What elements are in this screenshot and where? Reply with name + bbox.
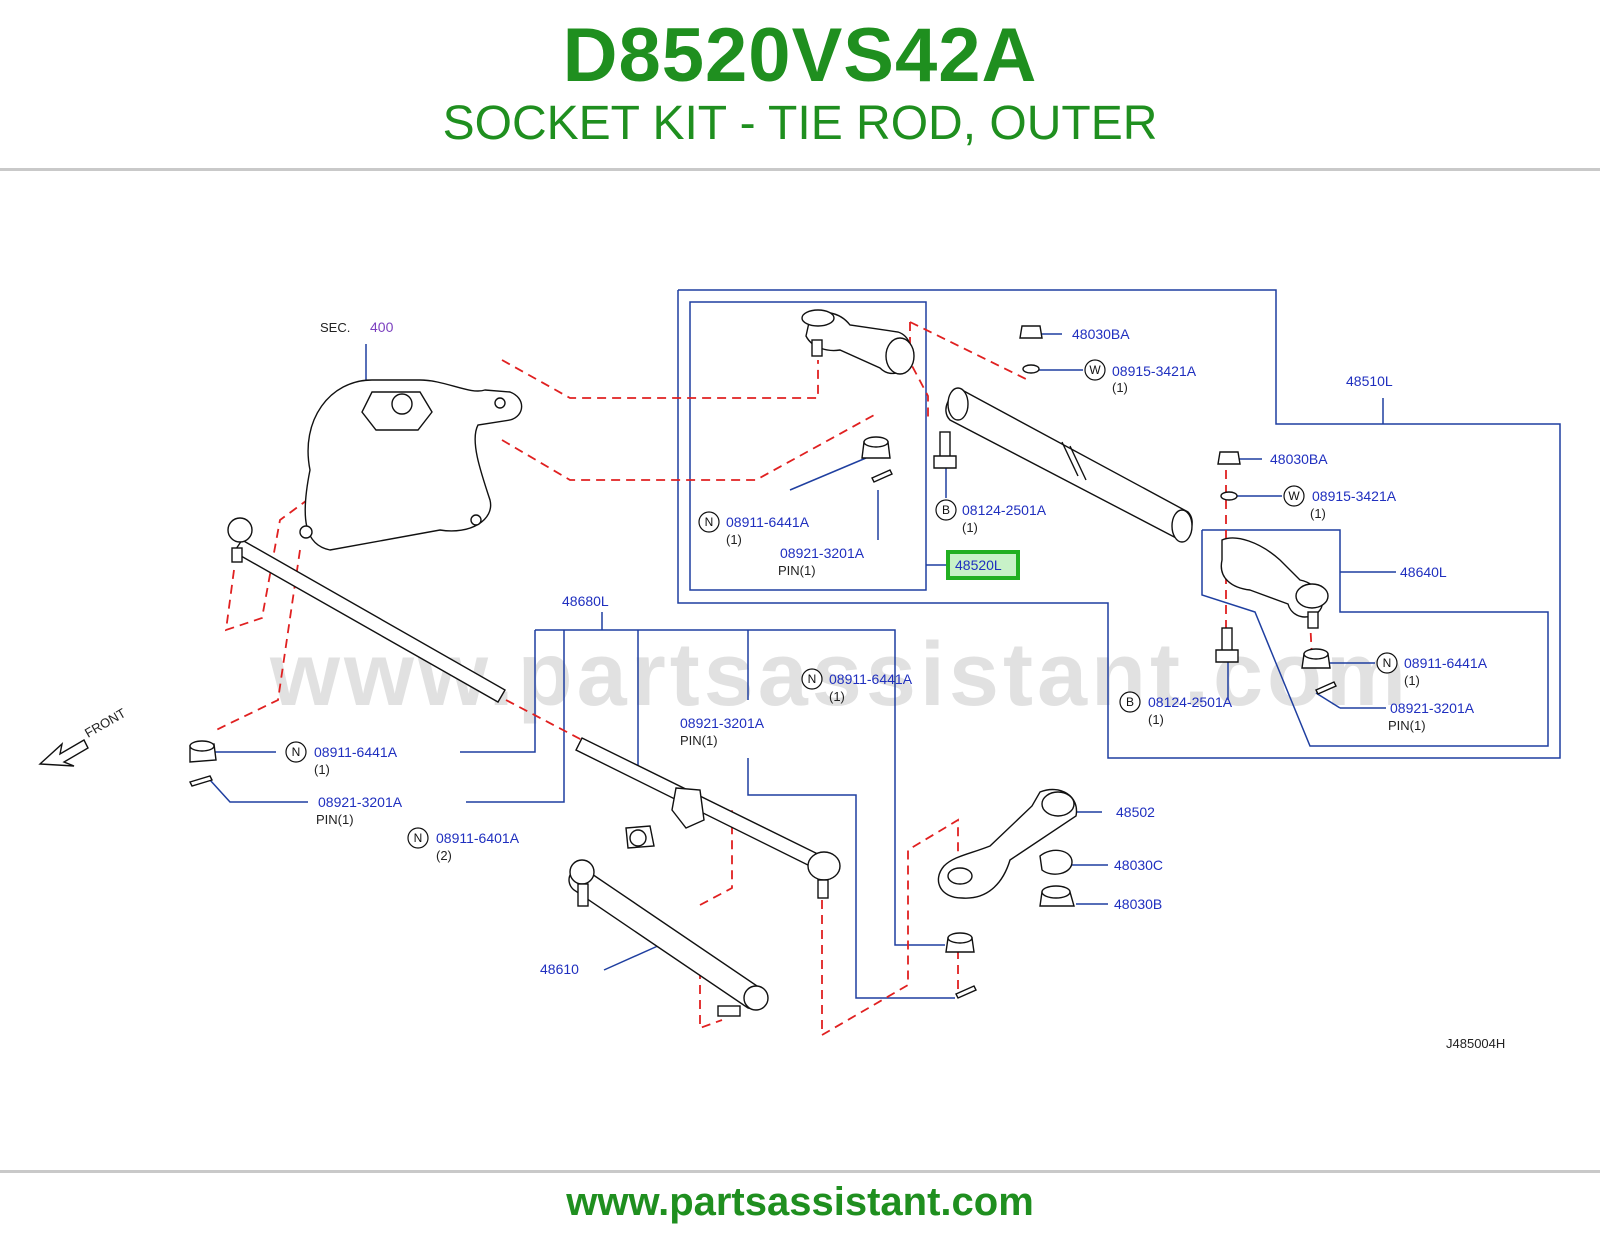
callout-08915-2[interactable]: 08915-3421A: [1312, 488, 1397, 504]
callout-08911-1-qty: (1): [726, 532, 742, 547]
callout-08921-1-qty: PIN(1): [778, 563, 816, 578]
sec-number[interactable]: 400: [370, 319, 394, 335]
footer-divider: [0, 1170, 1600, 1173]
callout-08915-1[interactable]: 08915-3421A: [1112, 363, 1197, 379]
marker-w-2: W: [1288, 489, 1300, 503]
header-divider: [0, 168, 1600, 171]
marker-n-3: N: [808, 672, 817, 686]
callout-48030B[interactable]: 48030B: [1114, 896, 1162, 912]
callout-08911-4[interactable]: 08911-6441A: [314, 744, 398, 760]
marker-n-4: N: [292, 745, 301, 759]
callout-48610[interactable]: 48610: [540, 961, 579, 977]
steering-gear-housing: [304, 379, 523, 551]
callout-08921-2[interactable]: 08921-3201A: [680, 715, 765, 731]
callout-08921-4[interactable]: 08921-3201A: [318, 794, 403, 810]
callout-08124-2-qty: (1): [1148, 712, 1164, 727]
marker-n-1: N: [705, 515, 714, 529]
marker-w-1: W: [1089, 363, 1101, 377]
callout-48510L[interactable]: 48510L: [1346, 373, 1393, 389]
marker-n-2: N: [1383, 656, 1392, 670]
callout-08911-1[interactable]: 08911-6441A: [726, 514, 810, 530]
part-title-heading: SOCKET KIT - TIE ROD, OUTER: [442, 97, 1158, 150]
callout-48680L[interactable]: 48680L: [562, 593, 609, 609]
highlight-box-48520L: [946, 550, 1020, 580]
callout-08921-3[interactable]: 08921-3201A: [1390, 700, 1475, 716]
callout-08911-6401-qty: (2): [436, 848, 452, 863]
callout-48030C[interactable]: 48030C: [1114, 857, 1163, 873]
callout-08911-4-qty: (1): [314, 762, 330, 777]
callout-48030BA-2[interactable]: 48030BA: [1270, 451, 1328, 467]
callout-08921-3-qty: PIN(1): [1388, 718, 1426, 733]
circle-markers: W W B B N N N N N: [285, 359, 1398, 849]
diagram-code: J485004H: [1446, 1036, 1505, 1051]
front-label: FRONT: [82, 705, 128, 740]
callout-08124-1-qty: (1): [962, 520, 978, 535]
callout-48502[interactable]: 48502: [1116, 804, 1155, 820]
callout-08911-3[interactable]: 08911-6441A: [829, 671, 913, 687]
footer-url-link[interactable]: www.partsassistant.com: [566, 1180, 1034, 1224]
callout-08124-1[interactable]: 08124-2501A: [962, 502, 1047, 518]
callout-08915-1-qty: (1): [1112, 380, 1128, 395]
callout-08911-6401[interactable]: 08911-6401A: [436, 830, 520, 846]
part-drawings: [38, 309, 1337, 1017]
callout-08911-2-qty: (1): [1404, 673, 1420, 688]
steering-damper-48610: [568, 867, 764, 1010]
callout-48030BA-1[interactable]: 48030BA: [1072, 326, 1130, 342]
marker-n-5: N: [414, 831, 423, 845]
callout-08911-3-qty: (1): [829, 689, 845, 704]
callout-08911-2[interactable]: 08911-6441A: [1404, 655, 1488, 671]
callout-08915-2-qty: (1): [1310, 506, 1326, 521]
callout-08921-4-qty: PIN(1): [316, 812, 354, 827]
assembly-box-lines: [209, 289, 1561, 999]
callout-08921-1[interactable]: 08921-3201A: [780, 545, 865, 561]
part-number-heading: D8520VS42A: [562, 13, 1038, 98]
sec-label: SEC.: [320, 320, 350, 335]
marker-b-1: B: [942, 503, 950, 517]
callout-48640L[interactable]: 48640L: [1400, 564, 1447, 580]
callout-48520L[interactable]: 48520L: [955, 557, 1002, 573]
marker-b-2: B: [1126, 695, 1134, 709]
callout-08124-2[interactable]: 08124-2501A: [1148, 694, 1233, 710]
front-arrow-icon: [38, 739, 89, 767]
page-header: D8520VS42A SOCKET KIT - TIE ROD, OUTER: [0, 0, 1600, 168]
cross-rod-48680L: [575, 737, 832, 873]
callout-08921-2-qty: PIN(1): [680, 733, 718, 748]
